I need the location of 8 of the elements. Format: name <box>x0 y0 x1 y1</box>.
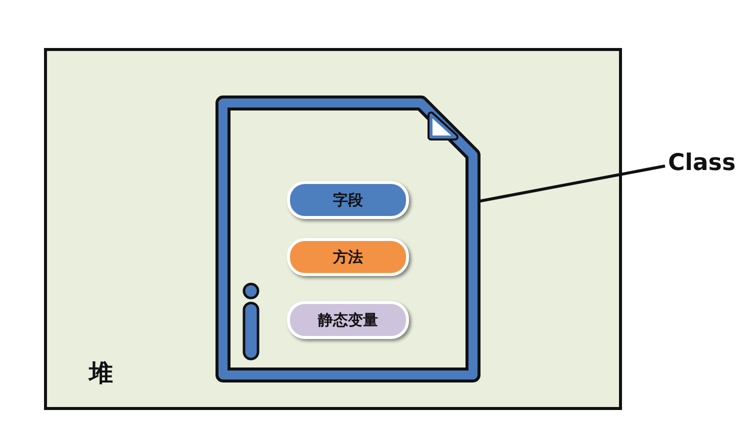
class-label: Class <box>668 150 740 180</box>
member-pill: 静态变量 <box>287 301 409 339</box>
heap-area <box>44 48 622 410</box>
leader-line <box>478 164 666 203</box>
member-pill: 字段 <box>287 181 409 219</box>
class-file-drawing <box>215 95 481 383</box>
member-pill: 方法 <box>287 238 409 276</box>
heap-label: 堆 <box>89 358 113 389</box>
